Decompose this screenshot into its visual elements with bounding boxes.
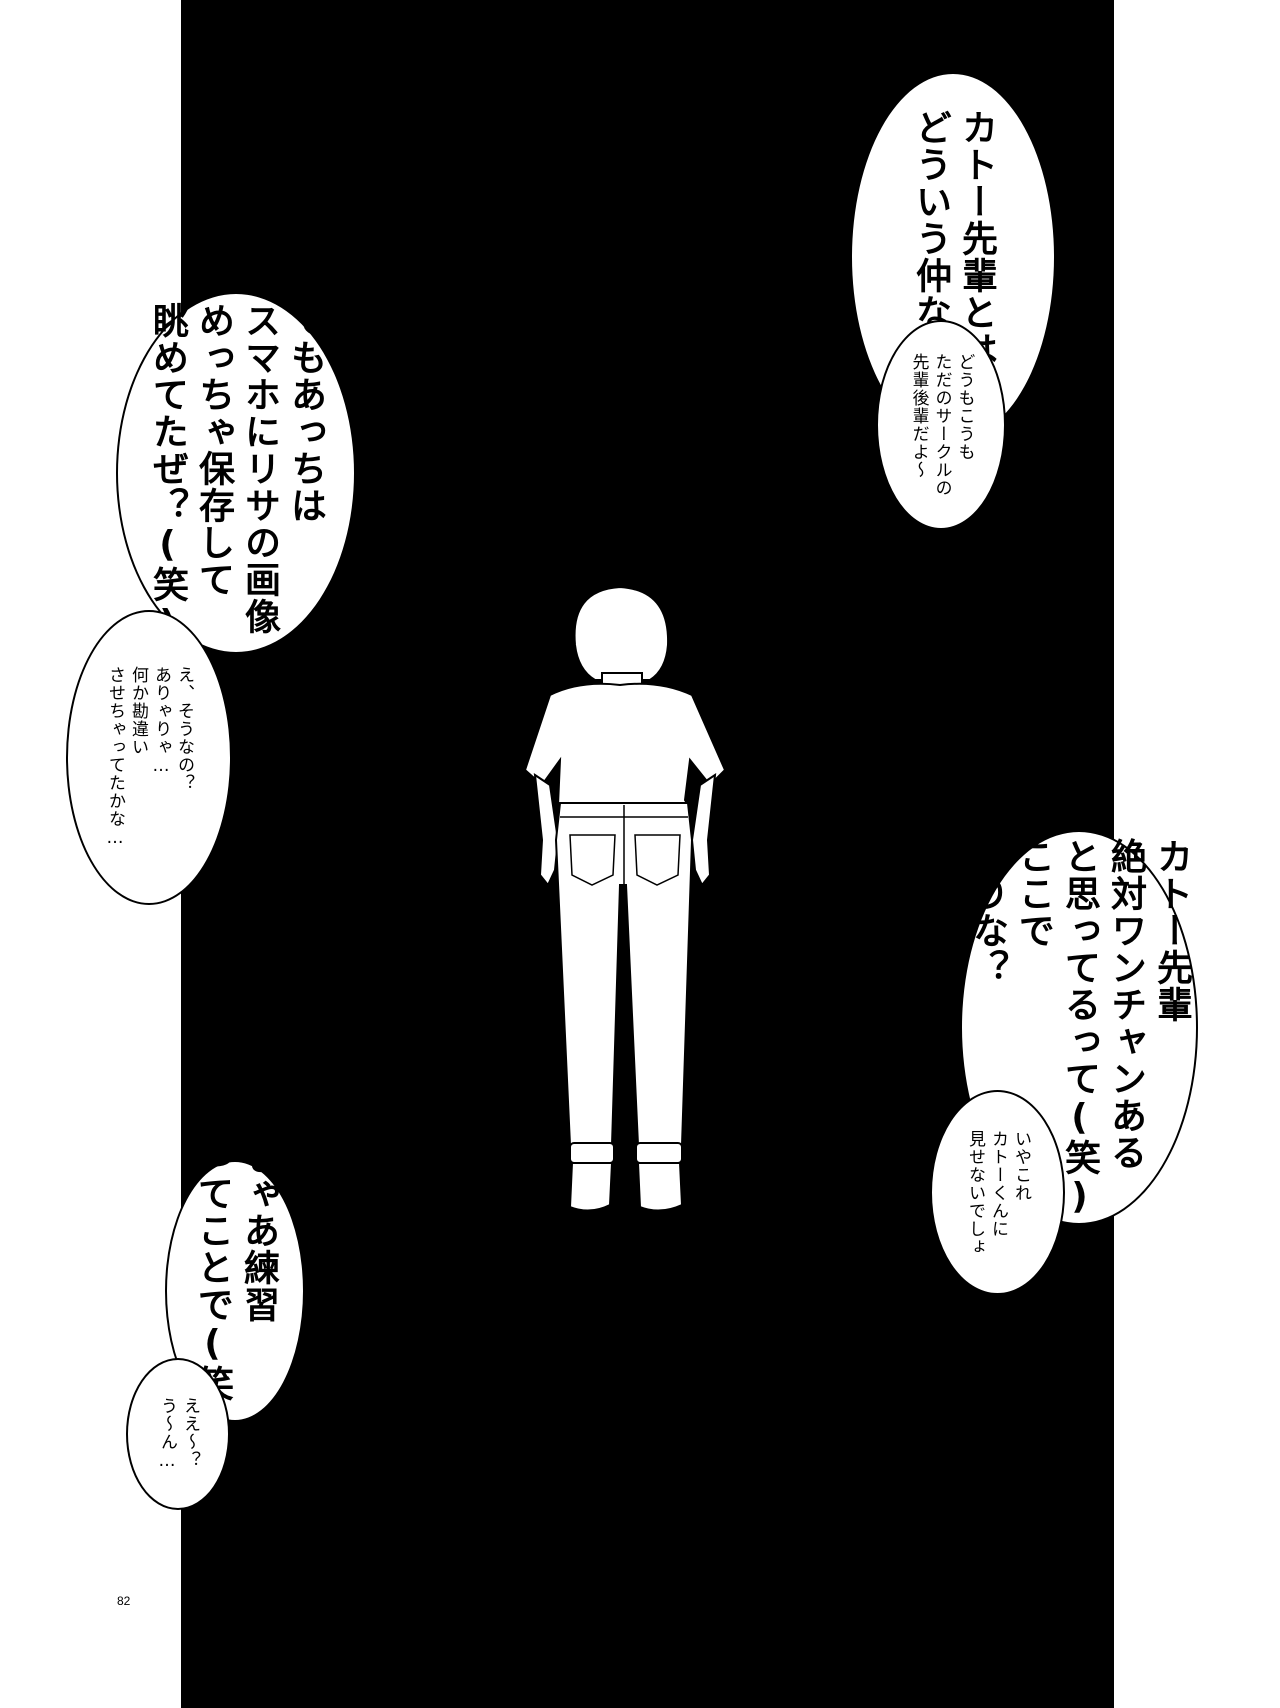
speech-bubble-6: いやこれ カトーくんに 見せないでしょ — [930, 1090, 1065, 1295]
speech-bubble-8: ええ〜？ う〜ん… — [126, 1358, 230, 1510]
page-number: 82 — [117, 1594, 131, 1608]
speech-text-3: でもあっちは スマホにリサの画像 めっちゃ保存して 眺めてたぜ？(笑) — [147, 301, 326, 645]
speech-bubble-3: でもあっちは スマホにリサの画像 めっちゃ保存して 眺めてたぜ？(笑) — [116, 292, 356, 654]
speech-text-5: カトー先輩 絶対ワンチャンある と思ってるって(笑) ここで 謝りな？ — [967, 837, 1192, 1218]
speech-text-8: ええ〜？ う〜ん… — [157, 1396, 200, 1472]
speech-bubble-5: カトー先輩 絶対ワンチャンある と思ってるって(笑) ここで 謝りな？ — [960, 830, 1198, 1225]
speech-text-6: いやこれ カトーくんに 見せないでしょ — [965, 1129, 1031, 1256]
speech-bubble-4: え、そうなの？ ありゃりゃ… 何か勘違い させちゃってたかな… — [66, 610, 232, 905]
man-figure-illustration — [523, 585, 727, 1212]
speech-text-2: どうもこうも ただのサークルの 先輩後輩だよ〜 — [908, 353, 975, 497]
speech-bubble-2: どうもこうも ただのサークルの 先輩後輩だよ〜 — [876, 320, 1006, 530]
speech-text-4: え、そうなの？ ありゃりゃ… 何か勘違い させちゃってたかな… — [105, 666, 194, 849]
